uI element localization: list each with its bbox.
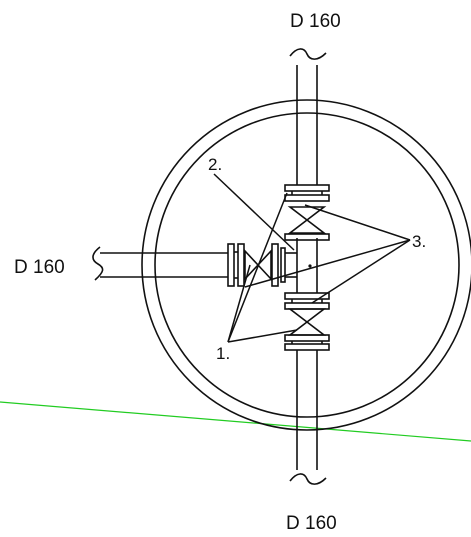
leader-1c <box>227 329 298 343</box>
upper-valve <box>284 184 330 241</box>
branch-valve <box>227 243 297 287</box>
chamber-outer-wall <box>141 99 471 431</box>
leader-3b <box>244 239 411 288</box>
bottom-pipe-label: D 160 <box>286 513 337 534</box>
pipe-break-bottom <box>289 473 327 485</box>
callout-1: 1. <box>216 344 231 363</box>
chamber-inner-wall <box>154 112 460 418</box>
green-guide-line <box>0 401 471 442</box>
top-pipe-label: D 160 <box>290 11 341 32</box>
tee-center-mark <box>308 264 312 268</box>
leader-1b <box>227 264 251 343</box>
left-pipe-label: D 160 <box>14 257 65 278</box>
lower-valve <box>284 292 330 351</box>
leader-3a <box>304 204 411 241</box>
callout-2: 2. <box>208 155 223 174</box>
leader-2 <box>213 173 295 251</box>
pipe-break-top <box>289 48 327 60</box>
horizontal-pipe <box>100 252 228 278</box>
leader-lines <box>213 173 411 343</box>
leader-1a <box>227 192 288 343</box>
vertical-pipe <box>296 65 318 470</box>
leader-3c <box>311 239 411 304</box>
callout-3: 3. <box>412 232 427 251</box>
pipe-break-left <box>92 246 104 281</box>
